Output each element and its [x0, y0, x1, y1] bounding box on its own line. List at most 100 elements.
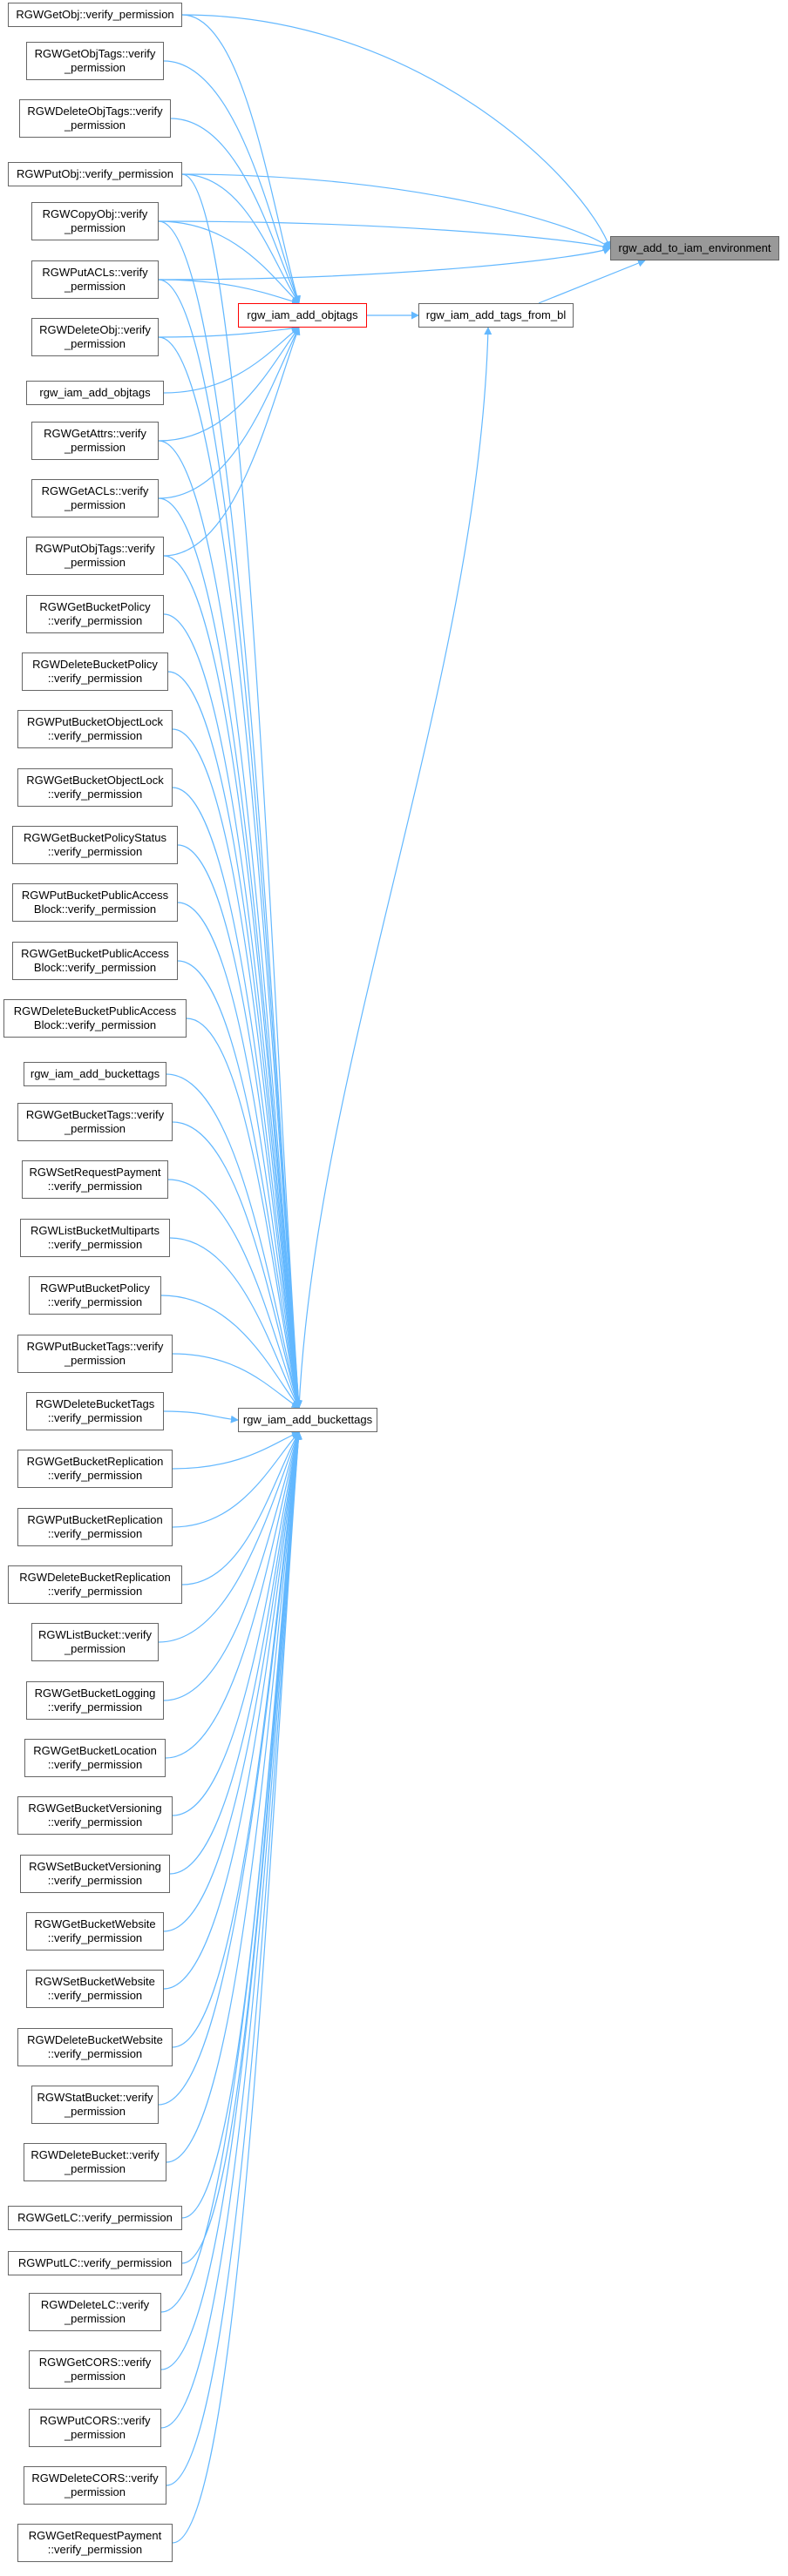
node-label-line2: ::verify_permission [47, 1295, 143, 1308]
edge-c44-to-buckettags [166, 1431, 302, 2486]
edge-c35-to-buckettags [163, 1431, 302, 1990]
node-c3[interactable]: RGWPutObj::verify_permission [8, 162, 182, 186]
node-c19[interactable]: rgw_iam_add_buckettags [24, 1062, 166, 1086]
node-label: RGWDeleteBucketReplication::verify_permi… [19, 1571, 170, 1599]
edge-c7-to-objtags [163, 327, 300, 394]
node-c41[interactable]: RGWDeleteLC::verify_permission [29, 2293, 161, 2331]
edge-c26-to-buckettags [172, 1430, 300, 1470]
node-label-line2: _permission [64, 221, 126, 234]
node-label-line1: RGWDeleteBucketPolicy [32, 658, 158, 671]
node-label: RGWGetACLs::verify_permission [42, 484, 149, 512]
node-c7[interactable]: rgw_iam_add_objtags [26, 381, 164, 405]
node-c15[interactable]: RGWGetBucketPolicyStatus::verify_permiss… [12, 826, 178, 864]
node-label-line1: rgw_iam_add_buckettags [242, 1413, 373, 1426]
node-c12[interactable]: RGWDeleteBucketPolicy::verify_permission [22, 652, 168, 691]
edge-c5-to-buckettags [158, 279, 302, 1409]
node-label-line1: RGWGetBucketPolicy [39, 600, 151, 613]
node-label: RGWGetCORS::verify_permission [39, 2356, 152, 2383]
node-c29[interactable]: RGWListBucket::verify_permission [31, 1623, 159, 1661]
edge-c4-to-root [158, 220, 611, 250]
node-c14[interactable]: RGWGetBucketObjectLock::verify_permissio… [17, 768, 173, 807]
node-c31[interactable]: RGWGetBucketLocation::verify_permission [24, 1739, 166, 1777]
node-c33[interactable]: RGWSetBucketVersioning::verify_permissio… [20, 1855, 170, 1893]
node-label: RGWDeleteBucketPolicy::verify_permission [32, 658, 158, 686]
node-label: RGWGetBucketObjectLock::verify_permissio… [26, 774, 164, 801]
node-label-line2: ::verify_permission [47, 1989, 143, 2002]
node-label: rgw_iam_add_objtags [39, 386, 150, 400]
edge-c38-to-buckettags [166, 1431, 302, 2163]
edge-c30-to-buckettags [163, 1431, 301, 1701]
node-c0[interactable]: RGWGetObj::verify_permission [8, 3, 182, 27]
node-c21[interactable]: RGWSetRequestPayment::verify_permission [22, 1160, 168, 1199]
node-c23[interactable]: RGWPutBucketPolicy::verify_permission [29, 1276, 161, 1315]
node-label-line1: RGWGetBucketTags::verify [25, 1108, 165, 1121]
node-c35[interactable]: RGWSetBucketWebsite::verify_permission [26, 1970, 164, 2008]
node-label: RGWListBucketMultiparts::verify_permissi… [31, 1224, 160, 1252]
node-c38[interactable]: RGWDeleteBucket::verify_permission [24, 2143, 166, 2181]
edge-c22-to-buckettags [169, 1237, 300, 1409]
node-c32[interactable]: RGWGetBucketVersioning::verify_permissio… [17, 1796, 173, 1835]
node-label-line1: rgw_iam_add_objtags [247, 308, 358, 321]
node-label: RGWDeleteCORS::verify_permission [31, 2471, 158, 2499]
node-c9[interactable]: RGWGetACLs::verify_permission [31, 479, 159, 517]
node-c34[interactable]: RGWGetBucketWebsite::verify_permission [26, 1912, 164, 1951]
edge-c29-to-buckettags [158, 1431, 301, 1643]
node-c28[interactable]: RGWDeleteBucketReplication::verify_permi… [8, 1565, 182, 1604]
node-c2[interactable]: RGWDeleteObjTags::verify_permission [19, 99, 171, 138]
node-label: RGWGetBucketTags::verify_permission [26, 1108, 164, 1136]
edge-c8-to-objtags [158, 327, 300, 442]
node-label: RGWPutBucketObjectLock::verify_permissio… [27, 715, 163, 743]
node-c39[interactable]: RGWGetLC::verify_permission [8, 2206, 182, 2230]
node-c5[interactable]: RGWPutACLs::verify_permission [31, 260, 159, 299]
node-c4[interactable]: RGWCopyObj::verify_permission [31, 202, 159, 240]
node-c20[interactable]: RGWGetBucketTags::verify_permission [17, 1103, 173, 1141]
node-c13[interactable]: RGWPutBucketObjectLock::verify_permissio… [17, 710, 173, 748]
node-c37[interactable]: RGWStatBucket::verify_permission [31, 2086, 159, 2124]
node-label-line2: _permission [64, 1122, 126, 1135]
node-c30[interactable]: RGWGetBucketLogging::verify_permission [26, 1681, 164, 1720]
node-label-line2: _permission [64, 280, 126, 293]
node-tags_from_bl[interactable]: rgw_iam_add_tags_from_bl [418, 303, 574, 328]
edge-c10-to-objtags [163, 327, 301, 557]
node-c6[interactable]: RGWDeleteObj::verify_permission [31, 318, 159, 356]
node-c22[interactable]: RGWListBucketMultiparts::verify_permissi… [20, 1219, 170, 1257]
node-label-line1: rgw_iam_add_objtags [39, 386, 151, 399]
node-label: RGWPutObj::verify_permission [17, 167, 173, 181]
node-label-line1: RGWGetBucketPublicAccess [21, 947, 169, 960]
node-objtags[interactable]: rgw_iam_add_objtags [238, 303, 367, 328]
edge-tags_from_bl-to-root [538, 259, 646, 304]
node-c25[interactable]: RGWDeleteBucketTags::verify_permission [26, 1392, 164, 1430]
node-c11[interactable]: RGWGetBucketPolicy::verify_permission [26, 595, 164, 633]
node-c44[interactable]: RGWDeleteCORS::verify_permission [24, 2466, 166, 2505]
node-c40[interactable]: RGWPutLC::verify_permission [8, 2251, 182, 2275]
node-label-line1: RGWGetRequestPayment [28, 2529, 162, 2542]
edge-c13-to-buckettags [172, 728, 302, 1409]
node-label: RGWGetBucketVersioning::verify_permissio… [28, 1802, 161, 1829]
node-c26[interactable]: RGWGetBucketReplication::verify_permissi… [17, 1450, 173, 1488]
edge-c2-to-objtags [170, 118, 300, 304]
node-c24[interactable]: RGWPutBucketTags::verify_permission [17, 1335, 173, 1373]
node-label-line1: RGWSetRequestPayment [29, 1166, 161, 1179]
node-c36[interactable]: RGWDeleteBucketWebsite::verify_permissio… [17, 2028, 173, 2066]
node-buckettags[interactable]: rgw_iam_add_buckettags [238, 1408, 377, 1432]
node-c1[interactable]: RGWGetObjTags::verify_permission [26, 42, 164, 80]
node-c45[interactable]: RGWGetRequestPayment::verify_permission [17, 2524, 173, 2562]
node-c8[interactable]: RGWGetAttrs::verify_permission [31, 422, 159, 460]
node-label-line1: RGWDeleteBucketWebsite [27, 2033, 163, 2046]
edge-c27-to-buckettags [172, 1431, 300, 1528]
node-c42[interactable]: RGWGetCORS::verify_permission [29, 2350, 161, 2389]
node-label-line1: RGWGetAttrs::verify [44, 427, 146, 440]
edge-c17-to-buckettags [177, 960, 302, 1409]
node-root[interactable]: rgw_add_to_iam_environment [610, 236, 779, 260]
node-label-line1: RGWPutBucketObjectLock [26, 715, 164, 728]
edge-c1-to-objtags [163, 60, 301, 304]
node-c43[interactable]: RGWPutCORS::verify_permission [29, 2409, 161, 2447]
node-c10[interactable]: RGWPutObjTags::verify_permission [26, 537, 164, 575]
node-label-line1: RGWGetLC::verify_permission [17, 2211, 173, 2224]
node-c27[interactable]: RGWPutBucketReplication::verify_permissi… [17, 1508, 173, 1546]
